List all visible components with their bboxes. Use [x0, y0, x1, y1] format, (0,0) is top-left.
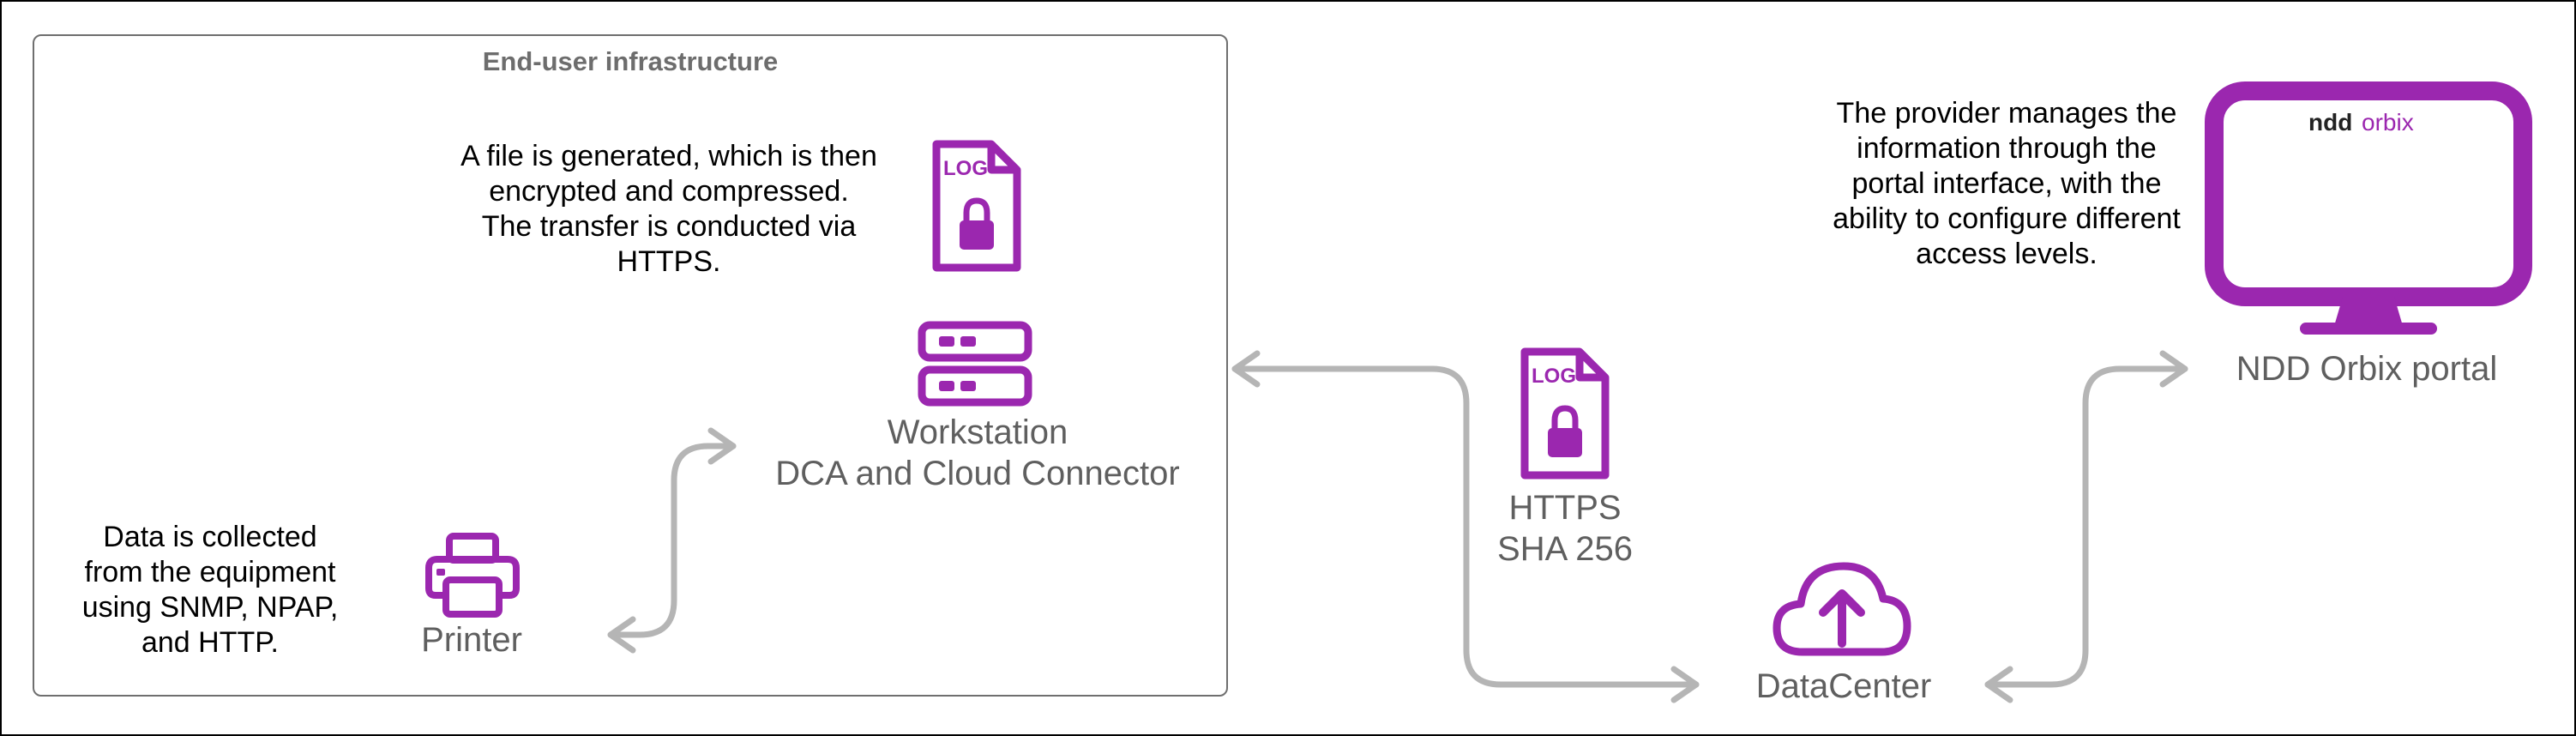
- note-line: Data is collected: [103, 521, 317, 553]
- end-user-infrastructure-box: End-user infrastructure: [33, 34, 1228, 697]
- workstation-title: Workstation: [887, 413, 1068, 451]
- arrowhead-dc-side: [1984, 666, 2013, 703]
- note-line: using SNMP, NPAP,: [81, 591, 339, 624]
- workstation-label: Workstation DCA and Cloud Connector: [720, 412, 1235, 494]
- note-line: The provider manages the: [1836, 97, 2177, 130]
- printer-icon: [425, 533, 520, 618]
- server-icon: [918, 321, 1032, 407]
- provider-note: The provider manages the information thr…: [1801, 96, 2212, 272]
- workstation-subtitle: DCA and Cloud Connector: [775, 455, 1180, 492]
- cloud-upload-icon: [1773, 562, 1911, 656]
- brand-ndd: ndd: [2308, 109, 2352, 136]
- arrowhead-datacenter-side: [1670, 666, 1700, 703]
- note-line: encrypted and compressed.: [489, 175, 849, 208]
- note-line: information through the: [1857, 132, 2157, 165]
- note-line: The transfer is conducted via: [481, 210, 857, 243]
- note-line: portal interface, with the: [1851, 167, 2162, 200]
- note-line: HTTPS.: [617, 245, 721, 278]
- transfer-label: HTTPS SHA 256: [1449, 487, 1681, 570]
- infrastructure-title: End-user infrastructure: [482, 46, 779, 76]
- arrowhead-infra-side: [1231, 350, 1261, 388]
- brand-orbix: orbix: [2362, 109, 2414, 136]
- note-line: and HTTP.: [141, 626, 279, 659]
- arrowhead-printer-side: [607, 616, 636, 654]
- datacenter-label: DataCenter: [1755, 667, 1932, 705]
- transfer-protocol: HTTPS: [1508, 489, 1622, 527]
- log-file-lock-icon: LOG: [932, 140, 1021, 272]
- arrow-printer-workstation: [607, 443, 737, 638]
- portal-label: NDD Orbix portal: [2236, 350, 2498, 388]
- note-line: from the equipment: [84, 556, 336, 588]
- data-collection-note: Data is collected from the equipment usi…: [60, 520, 360, 661]
- arrowhead-workstation-side: [707, 427, 737, 465]
- log-text: LOG: [1532, 365, 1576, 388]
- arrow-datacenter-portal: [1984, 365, 2188, 688]
- ndd-orbix-logo: ndd orbix: [2308, 109, 2414, 136]
- note-line: access levels.: [1916, 238, 2098, 270]
- monitor-icon: ndd orbix: [2205, 81, 2532, 335]
- log-text: LOG: [943, 157, 988, 180]
- arrowhead-portal-side: [2159, 350, 2188, 388]
- log-file-lock-icon: LOG: [1520, 347, 1610, 480]
- printer-label: Printer: [421, 621, 522, 659]
- note-line: ability to configure different: [1833, 202, 2181, 235]
- arrow-infra-datacenter: [1231, 365, 1700, 688]
- note-line: A file is generated, which is then: [460, 140, 877, 172]
- transfer-hash: SHA 256: [1497, 530, 1633, 568]
- file-generation-note: A file is generated, which is then encry…: [429, 139, 909, 280]
